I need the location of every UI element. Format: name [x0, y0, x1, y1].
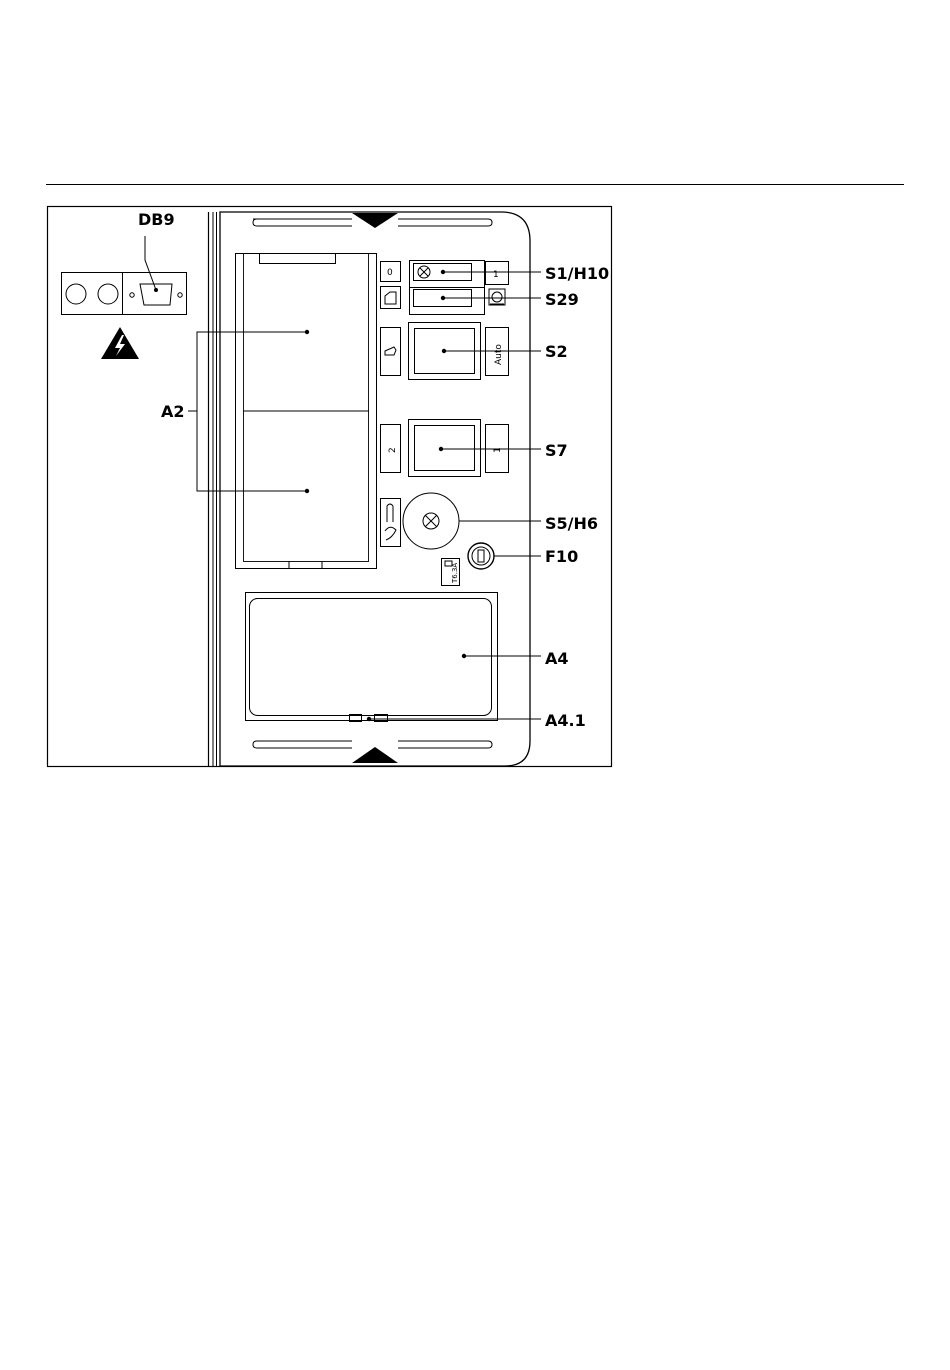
label-s5-h6: S5/H6 — [545, 514, 598, 533]
s2-auto-label: Auto — [494, 344, 504, 365]
label-s1-h10: S1/H10 — [545, 264, 609, 283]
label-db9: DB9 — [138, 210, 175, 229]
fuse-rating-label: T6.3A — [451, 563, 459, 584]
s5-h6-pushbutton[interactable] — [381, 493, 542, 549]
bottom-arrow-marker — [352, 747, 398, 763]
label-s29: S29 — [545, 290, 579, 309]
s7-left-label: 2 — [388, 447, 398, 453]
label-a2: A2 — [161, 402, 185, 421]
label-a4: A4 — [545, 649, 569, 668]
plate-socket-right — [98, 284, 118, 304]
s29-switch[interactable] — [381, 287, 542, 315]
s7-right-label: 1 — [493, 447, 503, 453]
high-voltage-warning-icon — [101, 327, 139, 359]
plate-socket-left — [66, 284, 86, 304]
s2-switch[interactable]: Auto — [381, 323, 542, 380]
label-s2: S2 — [545, 342, 568, 361]
reset-hand-icon — [381, 499, 401, 547]
db9-leader — [145, 236, 156, 290]
s7-switch[interactable]: 2 1 — [381, 420, 542, 477]
db9-connector-plate — [62, 236, 187, 315]
indicator-lamp-icon — [423, 513, 439, 529]
hand-icon — [381, 328, 401, 376]
label-a4-1: A4.1 — [545, 711, 586, 730]
label-f10: F10 — [545, 547, 578, 566]
fuse-icon: T6.3A — [442, 559, 460, 586]
a4-display-module — [246, 593, 542, 721]
label-s7: S7 — [545, 441, 568, 460]
s1-switch[interactable]: 0 1 — [381, 261, 542, 288]
diagram-frame — [48, 207, 612, 767]
manual-control-icon — [381, 287, 401, 309]
panel-body — [209, 212, 531, 766]
top-arrow-marker — [352, 213, 398, 228]
horn-icon — [489, 289, 505, 305]
s1-off-label: 0 — [387, 268, 393, 278]
lamp-icon — [418, 266, 430, 278]
db9-port — [140, 284, 172, 305]
